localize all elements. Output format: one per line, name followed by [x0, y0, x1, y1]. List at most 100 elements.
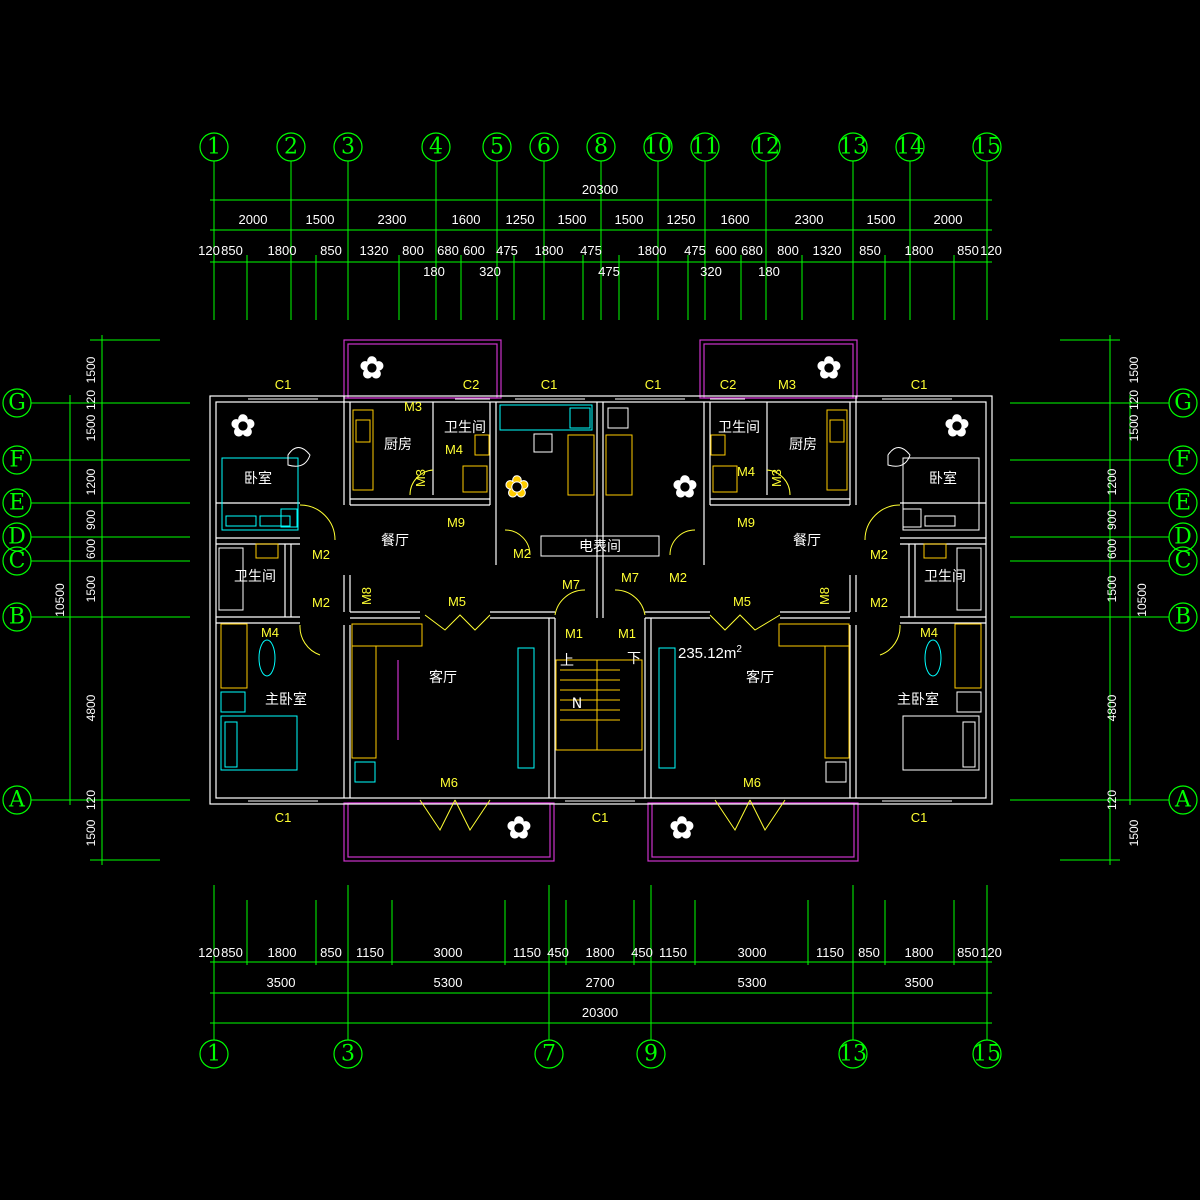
- top-axis-5: 5: [482, 132, 512, 162]
- top-axis-2: 2: [276, 132, 306, 162]
- svg-text:450: 450: [631, 945, 653, 960]
- top-extension-lines: [210, 161, 992, 320]
- svg-text:15: 15: [973, 1042, 1001, 1067]
- svg-text:1500: 1500: [1127, 414, 1141, 441]
- svg-text:12: 12: [752, 135, 780, 160]
- svg-text:180: 180: [423, 264, 445, 279]
- svg-text:M4: M4: [737, 464, 755, 479]
- svg-text:680: 680: [741, 243, 763, 258]
- svg-text:1200: 1200: [1105, 468, 1119, 495]
- svg-text:120: 120: [980, 945, 1002, 960]
- svg-text:850: 850: [859, 243, 881, 258]
- bottom-axis-bubbles: 1 3 7 9 13 15: [199, 1039, 1002, 1069]
- svg-text:M1: M1: [565, 626, 583, 641]
- svg-text:E: E: [9, 491, 25, 516]
- svg-text:120: 120: [1105, 790, 1119, 810]
- svg-text:800: 800: [402, 243, 424, 258]
- svg-text:1: 1: [207, 135, 221, 160]
- furniture: [218, 404, 982, 783]
- svg-text:475: 475: [684, 243, 706, 258]
- svg-text:C1: C1: [275, 377, 292, 392]
- door-swings: [299, 469, 901, 831]
- svg-text:C2: C2: [463, 377, 480, 392]
- svg-text:600: 600: [84, 539, 98, 559]
- svg-text:B: B: [9, 605, 25, 630]
- room-dining-right: 餐厅: [793, 533, 821, 549]
- side-extension-lines: [31, 335, 1169, 865]
- stair-up-label: 上: [560, 653, 574, 669]
- room-dining-left: 餐厅: [381, 533, 409, 549]
- left-axis-B: B: [2, 602, 32, 632]
- svg-text:C1: C1: [911, 377, 928, 392]
- svg-text:120: 120: [980, 243, 1002, 258]
- svg-text:2700: 2700: [586, 975, 615, 990]
- svg-text:475: 475: [580, 243, 602, 258]
- stair-down-label: 下: [627, 651, 641, 667]
- plant-icon: ✿: [359, 351, 384, 386]
- svg-text:1250: 1250: [506, 212, 535, 227]
- svg-text:1250: 1250: [667, 212, 696, 227]
- svg-text:450: 450: [547, 945, 569, 960]
- svg-text:1500: 1500: [1127, 356, 1141, 383]
- svg-text:1500: 1500: [84, 575, 98, 602]
- svg-text:M9: M9: [737, 515, 755, 530]
- svg-text:M6: M6: [743, 775, 761, 790]
- svg-text:M1: M1: [618, 626, 636, 641]
- svg-text:M4: M4: [920, 625, 938, 640]
- svg-text:850: 850: [320, 945, 342, 960]
- svg-text:M3: M3: [769, 469, 784, 487]
- bottom-dims-row2: 3500 5300 2700 5300 3500: [267, 975, 934, 990]
- right-axis-E: E: [1168, 488, 1198, 518]
- left-axis-F: F: [2, 445, 32, 475]
- svg-text:M4: M4: [261, 625, 279, 640]
- svg-text:475: 475: [496, 243, 518, 258]
- plant-icons: ✿ ✿ ✿ ✿ ✿ ✿ ✿ ✿: [230, 351, 970, 847]
- svg-text:1500: 1500: [867, 212, 896, 227]
- svg-text:C: C: [9, 549, 26, 574]
- left-axis-C: C: [2, 546, 32, 576]
- top-dims-row2: 120 850 1800 850 1320 800 680 600 475 18…: [198, 243, 1002, 258]
- svg-text:120: 120: [198, 243, 220, 258]
- bottom-dims-row1: 120 850 1800 850 1150 3000 1150 450 1800…: [198, 945, 1002, 960]
- svg-text:850: 850: [320, 243, 342, 258]
- svg-text:M8: M8: [359, 587, 374, 605]
- plant-icon: ✿: [944, 409, 969, 444]
- svg-text:800: 800: [777, 243, 799, 258]
- svg-text:120: 120: [1127, 390, 1141, 410]
- svg-text:1150: 1150: [356, 945, 384, 960]
- right-total-dim: 10500: [1135, 583, 1149, 617]
- door-labels: M3 M3 M4 M4 M3 M3 M9 M9 M2 M2 M2 M2 M2 M…: [261, 377, 938, 790]
- svg-text:600: 600: [715, 243, 737, 258]
- left-axis-E: E: [2, 488, 32, 518]
- svg-text:M2: M2: [312, 595, 330, 610]
- svg-text:B: B: [1175, 605, 1191, 630]
- top-dims-row3: 180 320 475 320 180: [423, 264, 780, 279]
- svg-text:M5: M5: [733, 594, 751, 609]
- svg-text:680: 680: [437, 243, 459, 258]
- bottom-axis-13: 13: [838, 1039, 868, 1069]
- svg-text:850: 850: [221, 945, 243, 960]
- top-axis-13: 13: [838, 132, 868, 162]
- left-dims: 1500 120 1500 1200 900 600 1500 4800 120…: [53, 356, 98, 846]
- svg-text:C1: C1: [541, 377, 558, 392]
- svg-text:2: 2: [284, 135, 298, 160]
- svg-text:M3: M3: [413, 469, 428, 487]
- svg-text:1320: 1320: [360, 243, 389, 258]
- svg-text:900: 900: [1105, 510, 1119, 530]
- left-axis-A: A: [2, 785, 32, 815]
- plant-icon: ✿: [669, 811, 694, 846]
- svg-text:7: 7: [542, 1042, 556, 1067]
- top-axis-4: 4: [421, 132, 451, 162]
- svg-text:D: D: [8, 525, 26, 550]
- svg-text:120: 120: [198, 945, 220, 960]
- top-axis-11: 11: [690, 132, 720, 162]
- svg-text:1800: 1800: [535, 243, 564, 258]
- svg-text:M7: M7: [562, 577, 580, 592]
- svg-text:13: 13: [839, 135, 867, 160]
- svg-text:1320: 1320: [813, 243, 842, 258]
- svg-text:1800: 1800: [905, 243, 934, 258]
- svg-text:M3: M3: [778, 377, 796, 392]
- room-living-right: 客厅: [746, 669, 774, 686]
- svg-text:6: 6: [537, 135, 551, 160]
